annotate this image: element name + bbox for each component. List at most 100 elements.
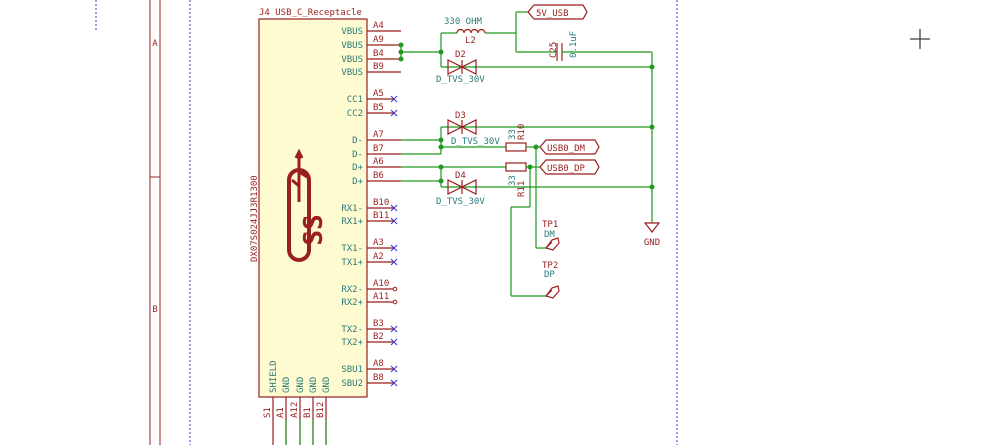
no-connect-icon (390, 365, 398, 373)
capacitor-reference: C25 (549, 42, 559, 58)
pin-name: D+ (352, 163, 363, 173)
r10-value: 33 (508, 129, 518, 140)
resistor-r11[interactable] (505, 162, 527, 172)
no-connect-icon (390, 258, 398, 266)
inductor-value: 330 OHM (444, 17, 483, 27)
pin-number: B10 (373, 198, 389, 208)
usb-logo-icon: SS (287, 148, 329, 262)
junction-dot (398, 56, 404, 62)
test-point-icon[interactable] (544, 237, 560, 251)
pin-number: A1 (276, 407, 286, 418)
pin-number: S1 (263, 407, 273, 418)
pin-number: B7 (373, 144, 384, 154)
pin-number: B1 (303, 407, 313, 418)
connector-pin-row[interactable]: VBUS A9 (341, 35, 401, 51)
no-connect-icon (390, 325, 398, 333)
pin-name: RX1+ (341, 217, 363, 227)
tvs-diode-d2[interactable] (447, 59, 477, 75)
zone-label-a: A (152, 39, 158, 49)
no-connect-icon (390, 204, 398, 212)
tp1-value: DM (544, 230, 555, 240)
pin-number: A3 (373, 238, 384, 248)
svg-text:SS: SS (299, 214, 329, 245)
pin-name: TX1+ (341, 258, 363, 268)
pin-name: TX2- (341, 325, 363, 335)
d4-value: D_TVS_30V (436, 197, 485, 207)
pin-number: B3 (373, 319, 384, 329)
connector-pin-row[interactable]: TX1+A2 (341, 252, 398, 268)
pin-name: D+ (352, 177, 363, 187)
pin-name: RX1- (341, 204, 363, 214)
inductor-l2-symbol[interactable] (456, 28, 486, 34)
connector-pin-row[interactable]: D-A7 (352, 130, 401, 146)
pin-number: B11 (373, 211, 389, 221)
d4-reference: D4 (455, 171, 466, 181)
crosshair-cursor-icon (910, 29, 930, 49)
net-label-5v-usb[interactable] (527, 4, 588, 20)
connector-pin-row[interactable]: RX2+A11 (341, 292, 398, 308)
pin-name: TX1- (341, 244, 363, 254)
pin-name: VBUS (341, 41, 363, 51)
connector-pin-row[interactable]: RX2-A10 (341, 279, 398, 295)
pin-number: A8 (373, 359, 384, 369)
net-label-5v-usb-text: 5V_USB (536, 9, 569, 19)
tp1-reference: TP1 (542, 220, 558, 230)
pin-name: TX2+ (341, 338, 363, 348)
tp2-value: DP (544, 270, 555, 280)
no-connect-icon (390, 217, 398, 225)
pin-number: A12 (290, 402, 300, 418)
ground-icon[interactable] (643, 222, 661, 233)
zone-label-b: B (152, 305, 157, 315)
connector-pin-row[interactable]: D- B7 (352, 144, 401, 160)
net-label-usb0-dm[interactable] (539, 139, 600, 155)
no-connect-icon (390, 338, 398, 346)
connector-pin-row[interactable]: D+B6 (352, 171, 401, 187)
pin-name: CC2 (347, 109, 363, 119)
pin-name: VBUS (341, 68, 363, 78)
pin-number: A7 (373, 130, 384, 140)
connector-part-number: DX07S024JJ3R1300 (250, 175, 260, 262)
pin-number: A10 (373, 279, 389, 289)
pin-number: A9 (373, 35, 384, 45)
open-pin-marker (392, 299, 398, 305)
connector-pin-row[interactable]: VBUS B9 (341, 62, 401, 78)
connector-pin-row[interactable]: RX1+ B11 (341, 211, 398, 227)
connector-pin-bottom[interactable]: SHIELD S1 (263, 360, 279, 445)
connector-pin-row[interactable]: TX2+B2 (341, 332, 398, 348)
pin-name: D- (352, 150, 363, 160)
tvs-diode-d3[interactable] (447, 119, 477, 135)
tvs-diode-d4[interactable] (447, 179, 477, 195)
pin-name: SBU1 (341, 365, 363, 375)
pin-number: B9 (373, 62, 384, 72)
connector-pin-row[interactable]: RX1- B10 (341, 198, 398, 214)
d2-reference: D2 (455, 50, 466, 60)
connector-pin-row[interactable]: SBU1 A8 (341, 359, 398, 375)
no-connect-icon (390, 95, 398, 103)
net-label-usb0-dp[interactable] (539, 159, 600, 175)
no-connect-icon (390, 109, 398, 117)
no-connect-icon (390, 379, 398, 387)
connector-pin-row[interactable]: D+A6 (352, 157, 401, 173)
pin-name: GND (322, 377, 332, 393)
d3-reference: D3 (455, 111, 466, 121)
connector-pin-row[interactable]: TX2- B3 (341, 319, 398, 335)
r11-value: 33 (508, 175, 518, 186)
test-point-icon[interactable] (544, 285, 560, 299)
pin-name: VBUS (341, 27, 363, 37)
pin-name: SHIELD (269, 360, 279, 393)
resistor-r10[interactable] (505, 142, 527, 152)
connector-pin-row[interactable]: TX1- A3 (341, 238, 398, 254)
usb-c-connector-body[interactable] (258, 18, 368, 398)
